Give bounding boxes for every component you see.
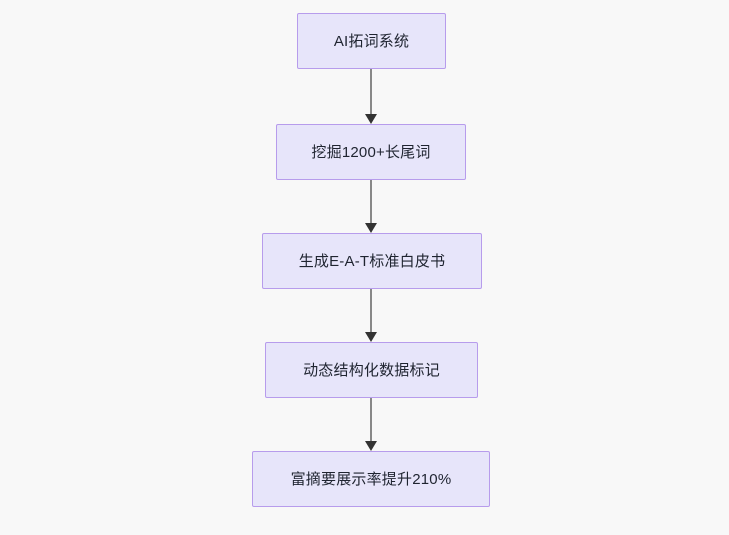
flow-node-rich-snippet-impression-lift[interactable]: 富摘要展示率提升210% [252,451,490,507]
flow-node-mine-longtail-keywords[interactable]: 挖掘1200+长尾词 [276,124,466,180]
edge-n1-n2 [361,69,381,125]
flow-node-dynamic-structured-data-markup[interactable]: 动态结构化数据标记 [265,342,478,398]
edge-n4-n5 [361,398,381,452]
edge-n3-n4 [361,289,381,343]
edge-n2-n3 [361,180,381,234]
flow-node-ai-keyword-system[interactable]: AI拓词系统 [297,13,446,69]
flow-node-label: 富摘要展示率提升210% [290,470,452,488]
flow-node-label: 生成E-A-T标准白皮书 [298,252,446,270]
flow-node-label: 挖掘1200+长尾词 [311,143,431,161]
flow-node-label: 动态结构化数据标记 [303,361,440,379]
flow-node-generate-eat-whitepaper[interactable]: 生成E-A-T标准白皮书 [262,233,482,289]
flow-node-label: AI拓词系统 [333,32,410,50]
